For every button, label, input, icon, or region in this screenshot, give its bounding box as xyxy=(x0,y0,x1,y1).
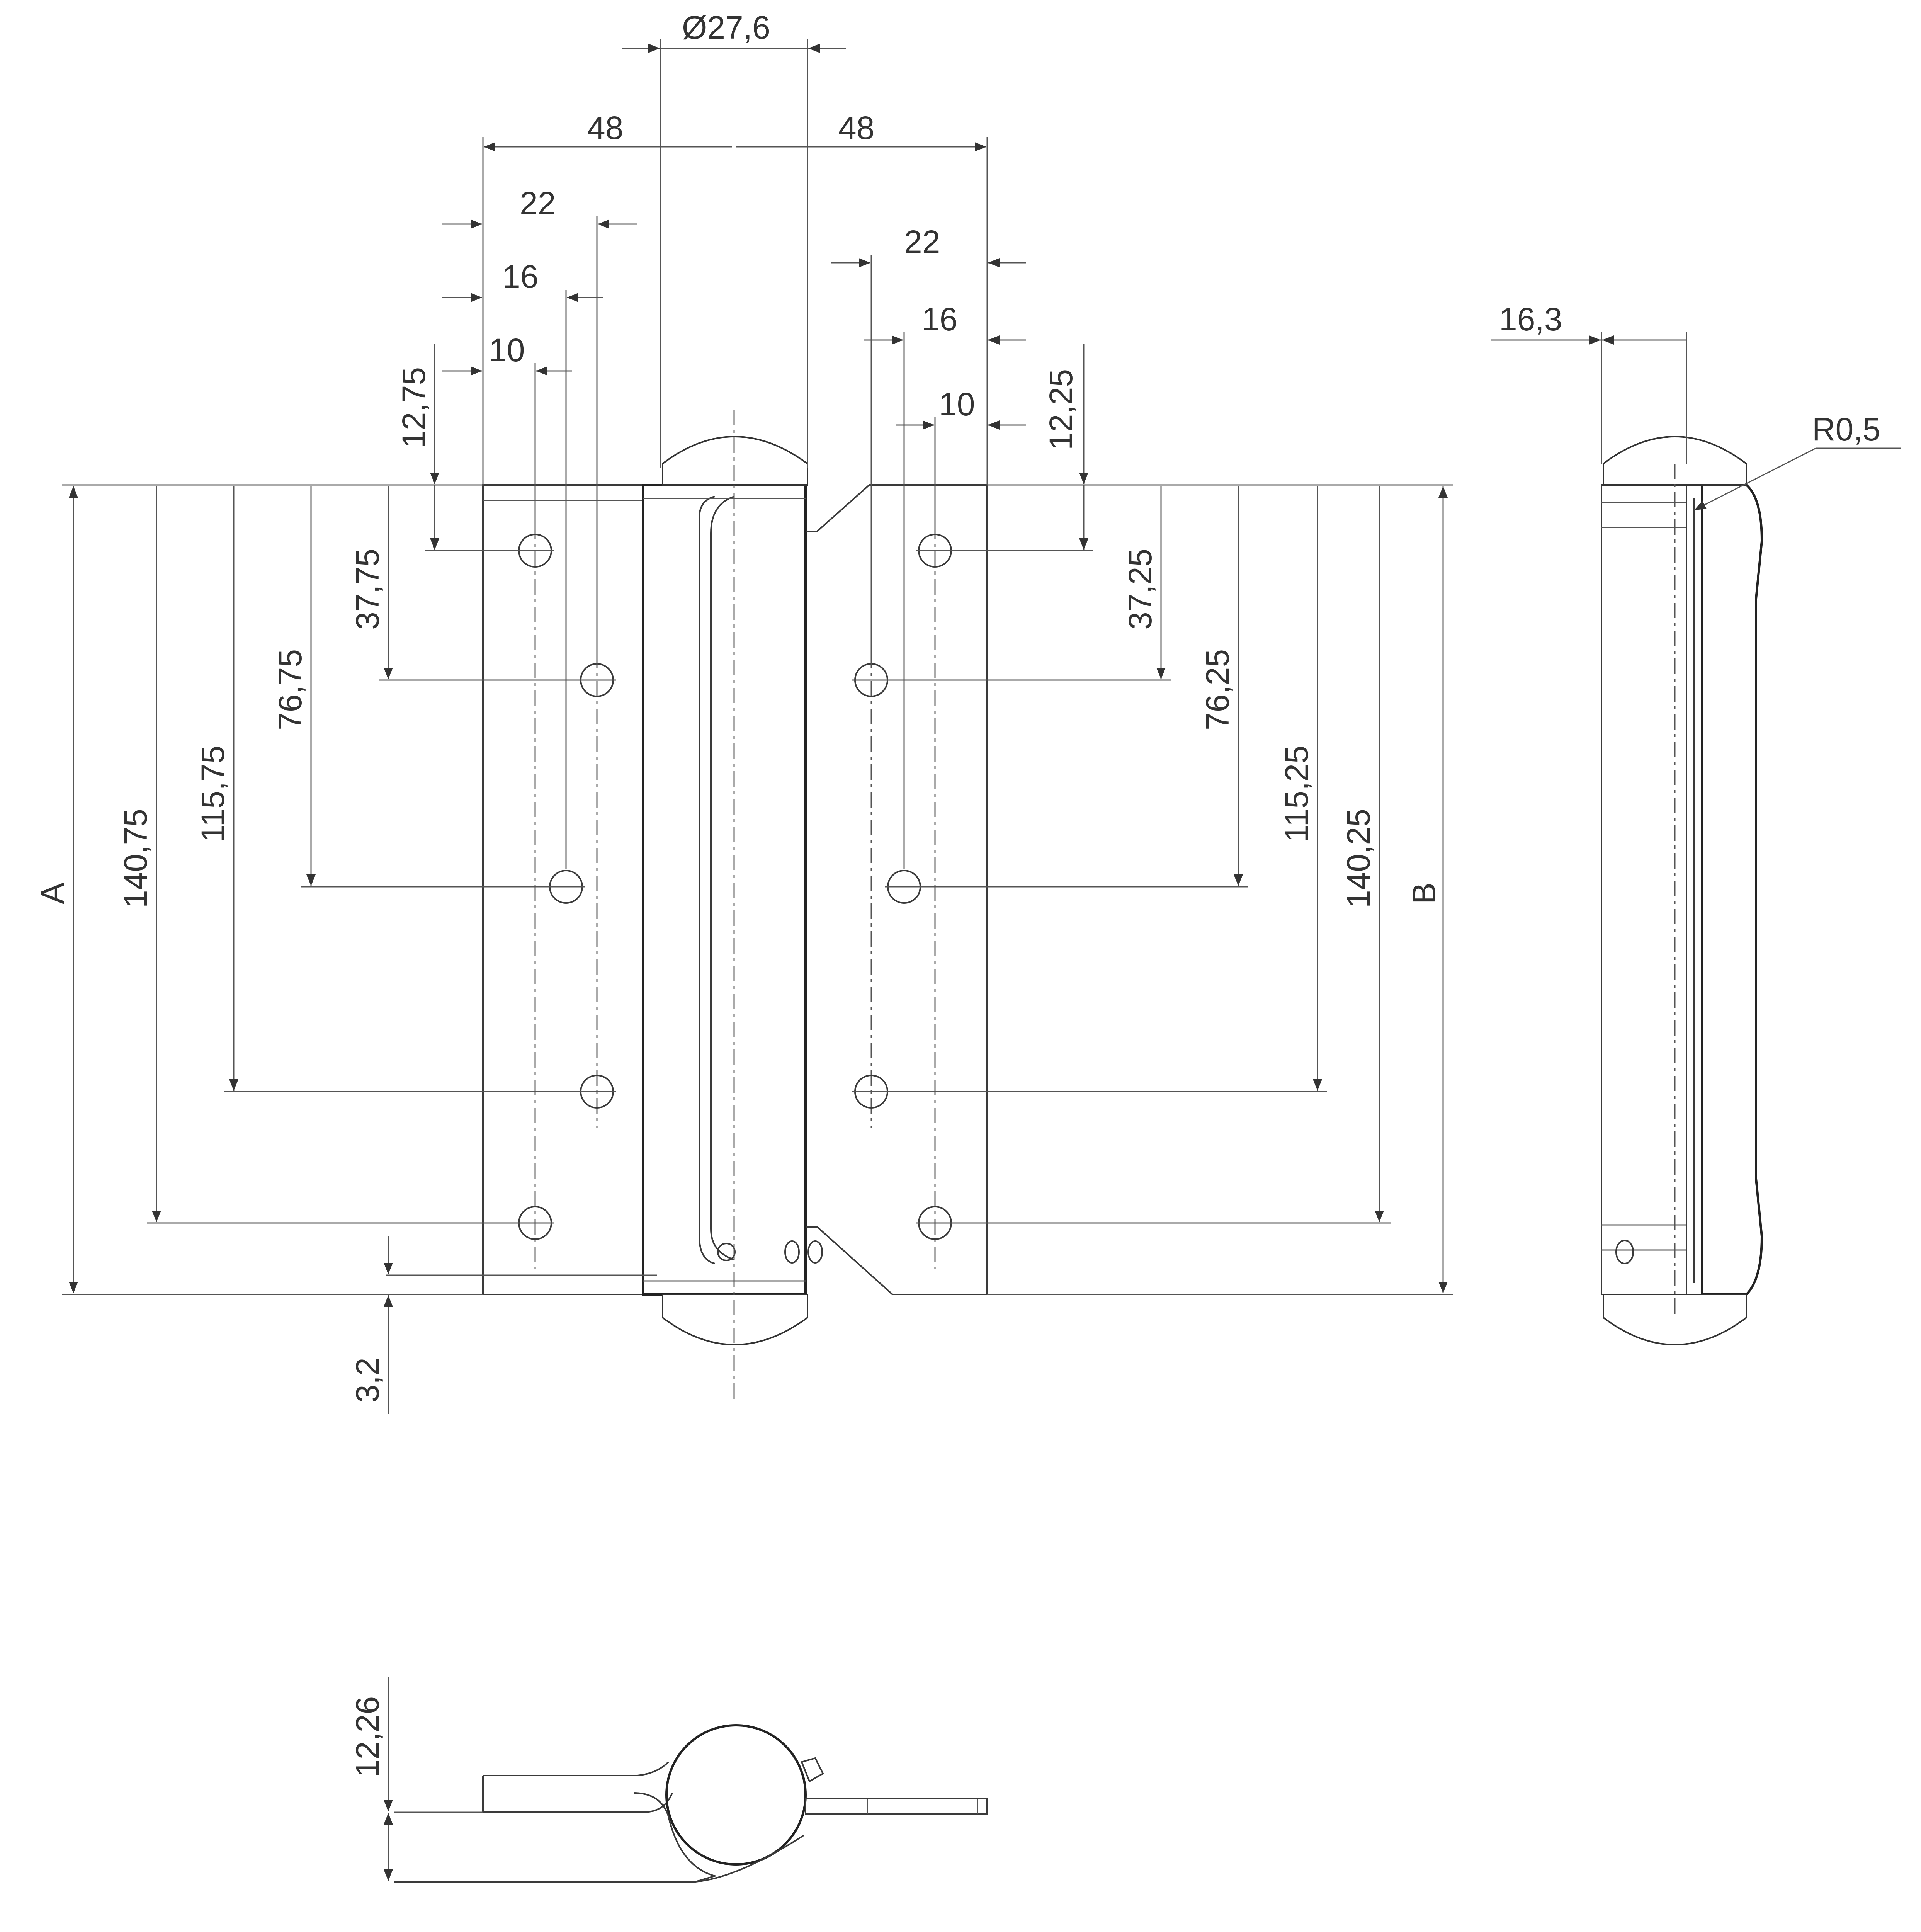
dim-diameter: Ø27,6 xyxy=(682,9,770,46)
barrel-section xyxy=(665,1724,807,1866)
right-leaf xyxy=(806,484,988,1295)
dim-22-left: 22 xyxy=(520,185,556,221)
dim-16-left: 16 xyxy=(502,259,538,295)
dim-37-75: 37,75 xyxy=(349,549,386,630)
screw-holes xyxy=(516,534,954,1240)
dim-76-25: 76,25 xyxy=(1199,649,1236,730)
dim-115-75: 115,75 xyxy=(195,745,231,842)
bottom-end-cap xyxy=(662,1294,808,1345)
dim-B: B xyxy=(1406,883,1442,904)
side-view: 16,3 R0,5 xyxy=(1491,301,1901,1345)
dim-76-75: 76,75 xyxy=(272,649,308,730)
dim-radius: R0,5 xyxy=(1812,411,1880,447)
dim-140-75: 140,75 xyxy=(117,809,154,908)
top-end-cap xyxy=(662,436,808,486)
dim-37-25: 37,25 xyxy=(1122,549,1158,630)
dim-10-left: 10 xyxy=(489,332,525,368)
left-vertical-dimensions: 12,75 37,75 76,75 115,75 140,75 A 3,2 xyxy=(34,344,657,1414)
hinge-barrel xyxy=(642,484,807,1296)
dim-A: A xyxy=(34,883,71,904)
right-vertical-dimensions: 12,25 37,25 76,25 115,25 140,25 B xyxy=(889,344,1453,1295)
dim-48-right: 48 xyxy=(838,110,874,146)
dim-48-left: 48 xyxy=(587,110,623,146)
top-dimensions: Ø27,6 48 48 22 16 10 22 16 10 xyxy=(442,9,1026,869)
dim-115-25: 115,25 xyxy=(1278,745,1315,842)
dim-10-right: 10 xyxy=(939,386,975,422)
dim-16-right: 16 xyxy=(921,301,957,337)
top-view: 12,26 xyxy=(349,1677,988,1883)
dim-3-2: 3,2 xyxy=(349,1357,386,1403)
dim-22-right: 22 xyxy=(904,224,940,260)
dim-16-3: 16,3 xyxy=(1499,301,1562,337)
dim-12-25: 12,25 xyxy=(1043,369,1079,450)
dim-12-26: 12,26 xyxy=(349,1696,386,1777)
dim-140-25: 140,25 xyxy=(1340,809,1377,908)
front-view xyxy=(482,410,988,1399)
left-leaf xyxy=(482,484,644,1295)
dim-12-75: 12,75 xyxy=(396,367,432,448)
